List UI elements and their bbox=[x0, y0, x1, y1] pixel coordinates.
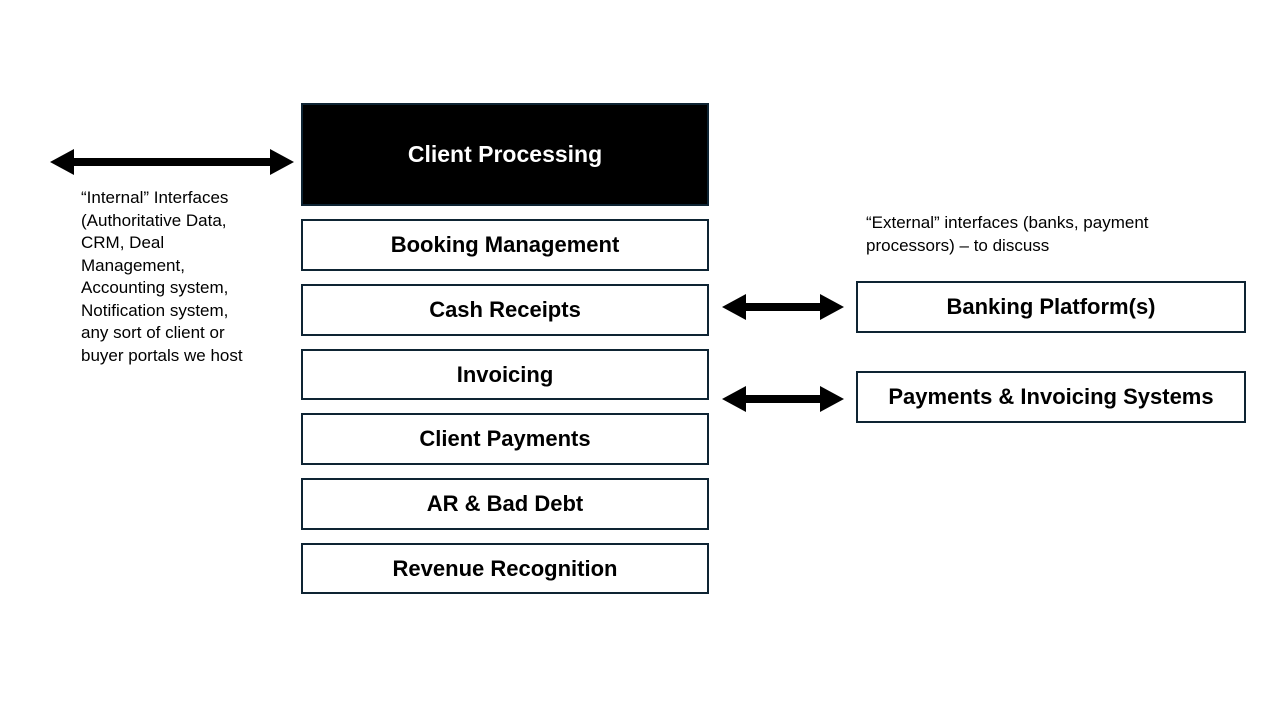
client-payments-box: Client Payments bbox=[301, 413, 709, 465]
booking-management-box: Booking Management bbox=[301, 219, 709, 271]
payments-arrow bbox=[722, 386, 844, 412]
client-processing-header: Client Processing bbox=[301, 103, 709, 206]
invoicing-box: Invoicing bbox=[301, 349, 709, 400]
internal-interfaces-arrow bbox=[50, 149, 294, 175]
internal-interfaces-note: “Internal” Interfaces (Authoritative Dat… bbox=[81, 188, 243, 365]
payments-invoicing-systems-box: Payments & Invoicing Systems bbox=[856, 371, 1246, 423]
banking-arrow bbox=[722, 294, 844, 320]
banking-platform-box: Banking Platform(s) bbox=[856, 281, 1246, 333]
external-interfaces-note: “External” interfaces (banks, payment pr… bbox=[866, 213, 1149, 255]
cash-receipts-box: Cash Receipts bbox=[301, 284, 709, 336]
ar-bad-debt-box: AR & Bad Debt bbox=[301, 478, 709, 530]
revenue-recognition-box: Revenue Recognition bbox=[301, 543, 709, 594]
